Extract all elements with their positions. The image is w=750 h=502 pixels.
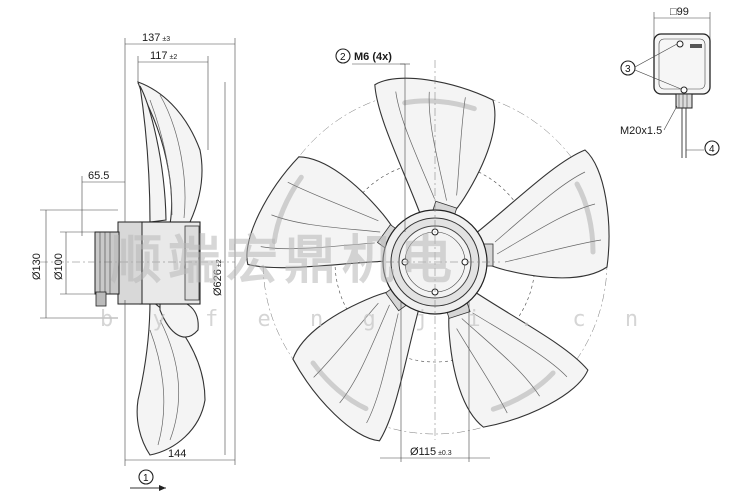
thread-label: M6 (4x) — [354, 51, 392, 63]
marker-3-label: 3 — [625, 64, 631, 75]
dim-box-width: □99 — [670, 6, 689, 18]
dim-bottom-depth: 144 — [168, 448, 186, 460]
fan-blade-winglet — [310, 360, 369, 412]
marker-2-label: 2 — [340, 52, 346, 63]
dim-motor-offset: 65.5 — [88, 170, 109, 182]
fan-blade-rib — [456, 328, 508, 414]
fan-blade-rib — [313, 302, 379, 378]
fan-blade-rib — [494, 171, 586, 243]
watermark-url: b y f e n g j i . c n — [100, 307, 651, 332]
cable-gland-label: M20x1.5 — [620, 125, 662, 137]
fan-blade-winglet — [402, 98, 477, 112]
marker-4-label: 4 — [709, 144, 715, 155]
fan-blade-outline — [474, 149, 610, 279]
side-motor — [94, 231, 120, 295]
fan-blade-outline — [292, 289, 420, 442]
marker-1-label: 1 — [143, 473, 149, 484]
fan-blade-outline — [246, 156, 399, 269]
marker-4-circle — [704, 140, 720, 156]
box-screw — [676, 40, 684, 48]
fan-blade-rib — [339, 304, 390, 404]
fan-blade-winglet — [271, 174, 304, 245]
fan-blade — [474, 149, 610, 279]
watermark: 顺端宏鼎机电 b y f e n g j i . c n — [100, 231, 651, 332]
flow-arrow-icon — [159, 485, 166, 491]
fan-blade — [292, 286, 420, 442]
fan-blade — [246, 156, 400, 269]
side-blade-upper-2 — [139, 85, 167, 223]
dim-flange-dia: Ø130 — [31, 253, 43, 280]
fan-blade-rib — [260, 242, 375, 250]
marker-3-circle — [620, 60, 636, 76]
fan-blade-rib — [456, 97, 466, 196]
fan-blade-rib — [504, 239, 602, 263]
dim-total-depth: 137±3 — [142, 32, 170, 44]
fan-blade-rib — [366, 313, 399, 424]
cable-gland — [675, 93, 693, 109]
marker-2-circle — [335, 48, 351, 64]
fan-blade-rib — [472, 312, 568, 378]
side-blade-lower — [136, 298, 206, 456]
dim-shaft-dia: Ø100 — [53, 253, 65, 280]
box-screw — [680, 86, 688, 94]
watermark-cn: 顺端宏鼎机电 — [110, 231, 458, 291]
side-flange — [117, 221, 143, 305]
fan-blade-rib — [395, 91, 435, 199]
side-cable-gland — [95, 291, 107, 307]
fan-blade-rib — [428, 91, 447, 201]
front-view: 2 M6 (4x) Ø115±0.3 — [246, 48, 610, 462]
fan-blade-outline — [448, 290, 589, 428]
side-view: 137±3 117±2 65.5 Ø130 Ø100 Ø626±2 144 — [31, 32, 236, 491]
fan-blade-winglet — [574, 181, 596, 255]
marker-1-circle — [138, 469, 154, 485]
fan-blade-winglet — [490, 370, 556, 412]
fan-blade — [445, 290, 589, 428]
dim-blade-depth: 117±2 — [150, 50, 177, 62]
fan-blade-rib — [496, 203, 596, 255]
fan-blade-rib — [287, 181, 379, 222]
fan-blade-rib — [271, 214, 381, 233]
dim-hub-dia: Ø115±0.3 — [410, 446, 452, 458]
fan-blade-rib — [461, 318, 540, 397]
dim-fan-dia: Ø626±2 — [212, 259, 224, 296]
terminal-box-view: □99 3 M20x1.5 4 — [620, 6, 720, 158]
